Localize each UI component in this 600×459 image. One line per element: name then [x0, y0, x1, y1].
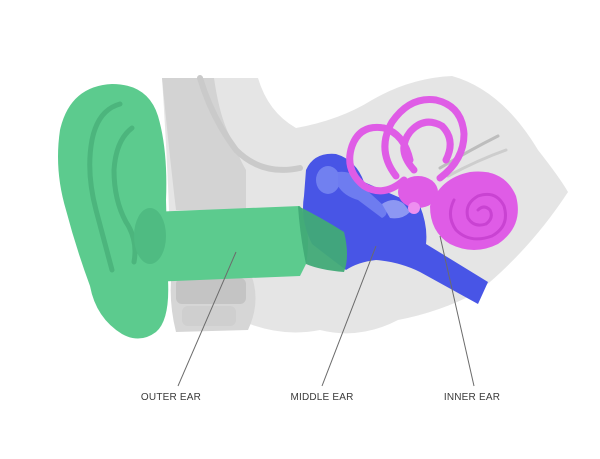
leader-lines	[177, 235, 475, 387]
antihelix	[111, 125, 138, 265]
outer-ear-label: OUTER EAR	[141, 392, 201, 403]
oval-window	[408, 202, 420, 214]
inner-ear-label: INNER EAR	[444, 392, 500, 403]
ear-canal	[150, 206, 308, 282]
concha	[134, 208, 166, 264]
outer-ear	[58, 84, 308, 339]
stapes	[382, 200, 410, 219]
bone-lower-block-2	[182, 306, 236, 326]
middle-ear-label: MIDDLE EAR	[290, 392, 353, 403]
skull-bone-front	[162, 78, 246, 210]
pinna	[58, 84, 169, 339]
helix-inner	[87, 101, 123, 273]
incus	[338, 171, 387, 218]
inner-ear-leader	[439, 235, 475, 387]
semicircular-canal-anterior	[381, 95, 468, 182]
outer-ear-leader	[177, 251, 237, 387]
middle-ear-leader	[321, 245, 377, 387]
eardrum	[298, 206, 347, 272]
semicircular-canal-posterior	[346, 123, 414, 195]
malleus	[316, 166, 340, 194]
semicircular-canal-lateral	[400, 118, 454, 174]
cochlea-spiral	[449, 192, 507, 241]
bone-lower-block	[176, 278, 246, 304]
bone-nerve-line	[438, 134, 500, 170]
middle-ear	[298, 153, 488, 304]
bone-nerve-line-2	[446, 148, 508, 178]
inner-ear	[346, 95, 518, 250]
vestibule	[398, 176, 438, 208]
cochlea-body	[430, 171, 518, 250]
bone-ridge	[197, 75, 303, 173]
